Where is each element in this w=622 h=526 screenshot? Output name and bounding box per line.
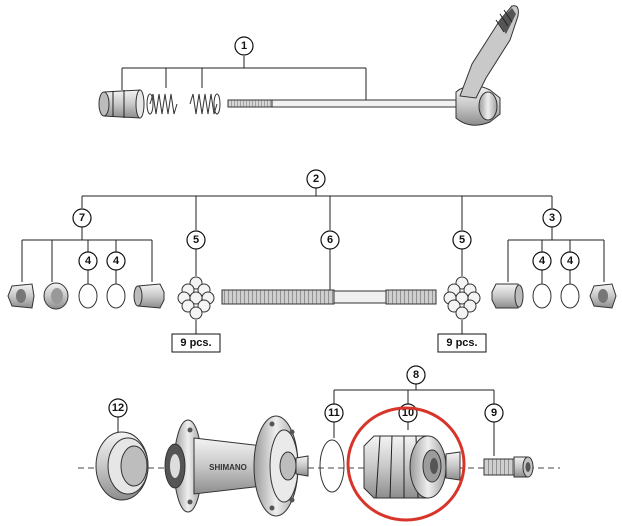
qty-label-right: 9 pcs. bbox=[437, 333, 487, 353]
callout-1: 1 bbox=[234, 36, 254, 56]
callout-4-number: 4 bbox=[567, 255, 574, 267]
callout-11-number: 11 bbox=[328, 407, 340, 419]
callout-5-number: 5 bbox=[193, 234, 199, 246]
qr-adjusting-nut bbox=[98, 89, 145, 119]
callout-3-number: 3 bbox=[549, 212, 555, 224]
qty-text-right: 9 pcs. bbox=[446, 337, 477, 349]
callout-4-number: 4 bbox=[113, 255, 120, 267]
right-locknut bbox=[589, 283, 617, 309]
callout-5-number: 5 bbox=[459, 234, 465, 246]
axle-assembly-group: 2 7 4 4 bbox=[7, 169, 617, 353]
hub-brand-text: SHIMANO bbox=[209, 463, 247, 472]
callout-leaders-3 bbox=[507, 227, 605, 284]
callout-7: 7 bbox=[72, 208, 92, 228]
callout-9: 9 bbox=[484, 403, 504, 423]
callout-4-number: 4 bbox=[85, 255, 92, 267]
callout-9-number: 9 bbox=[491, 407, 497, 419]
callout-4-right-a: 4 bbox=[532, 251, 552, 271]
freehub-fixing-bolt bbox=[483, 456, 534, 478]
callout-11: 11 bbox=[324, 403, 344, 423]
highlight-circle bbox=[346, 406, 466, 522]
callout-3: 3 bbox=[542, 208, 562, 228]
qr-spring-right bbox=[189, 93, 221, 115]
callout-8-number: 8 bbox=[413, 369, 419, 381]
right-cone bbox=[491, 283, 524, 309]
callout-2-number: 2 bbox=[313, 173, 319, 185]
callout-12: 12 bbox=[108, 398, 128, 418]
freehub-seal-ring bbox=[319, 439, 345, 493]
left-washer-a bbox=[78, 283, 98, 309]
right-washer-a bbox=[532, 283, 552, 309]
left-washer-b bbox=[106, 283, 126, 309]
callout-4-left-b: 4 bbox=[106, 251, 126, 271]
callout-4-left-a: 4 bbox=[78, 251, 98, 271]
qr-skewer-rod bbox=[227, 99, 461, 108]
callout-10-number: 10 bbox=[402, 407, 414, 419]
hub-body-group: 12 SHIMANO bbox=[78, 365, 560, 522]
left-spacer bbox=[43, 282, 69, 310]
callout-leaders-2 bbox=[81, 188, 553, 230]
hub-shell: SHIMANO bbox=[164, 415, 309, 517]
callout-leaders-7 bbox=[21, 227, 153, 284]
callout-1-number: 1 bbox=[241, 40, 247, 52]
right-washer-b bbox=[560, 283, 580, 309]
callout-leaders-1 bbox=[121, 56, 367, 100]
qr-lever bbox=[455, 5, 519, 126]
ball-bearings-left bbox=[177, 276, 215, 320]
callout-6: 6 bbox=[320, 230, 340, 250]
callout-2: 2 bbox=[306, 169, 326, 189]
freehub-body bbox=[363, 435, 461, 499]
left-cone bbox=[133, 283, 165, 309]
ball-bearings-right bbox=[443, 276, 481, 320]
callout-7-number: 7 bbox=[79, 212, 85, 224]
callout-6-number: 6 bbox=[327, 234, 333, 246]
callout-4-number: 4 bbox=[539, 255, 546, 267]
quick-release-group: 1 bbox=[98, 5, 519, 126]
hub-axle bbox=[221, 289, 437, 305]
callout-12-number: 12 bbox=[112, 402, 124, 414]
qr-spring-left bbox=[146, 93, 178, 115]
qty-text-left: 9 pcs. bbox=[180, 337, 211, 349]
callout-leaders-8 bbox=[333, 384, 495, 404]
callout-5-left: 5 bbox=[186, 230, 206, 250]
left-locknut bbox=[7, 283, 35, 309]
qty-label-left: 9 pcs. bbox=[171, 333, 221, 353]
callout-4-right-b: 4 bbox=[560, 251, 580, 271]
callout-8: 8 bbox=[406, 365, 426, 385]
dust-cap bbox=[95, 431, 149, 501]
callout-5-right: 5 bbox=[452, 230, 472, 250]
